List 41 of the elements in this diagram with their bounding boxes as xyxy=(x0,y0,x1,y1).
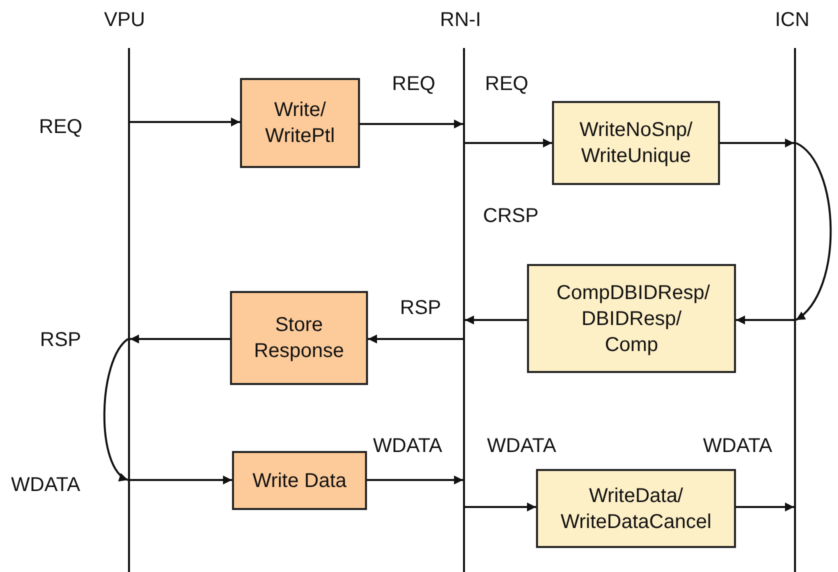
channel-label: RSP xyxy=(400,298,442,318)
message-box xyxy=(232,451,367,510)
box-label: WriteNoSnp/ WriteUnique xyxy=(578,118,694,169)
box-label: Write Data xyxy=(252,468,347,494)
box-label: Store Response xyxy=(252,313,346,364)
channel-label: REQ xyxy=(485,74,528,94)
arrow xyxy=(465,138,552,148)
channel-label: CRSP xyxy=(483,206,539,226)
arrow xyxy=(368,334,463,344)
channel-label: WDATA xyxy=(703,436,772,456)
message-box xyxy=(527,264,736,373)
lifeline xyxy=(128,48,130,572)
arrow xyxy=(720,138,794,148)
channel-label: WDATA xyxy=(11,475,80,495)
message-box xyxy=(552,101,720,185)
lifeline xyxy=(463,48,465,572)
box-label: WriteData/ WriteDataCancel xyxy=(560,484,712,534)
arrow xyxy=(367,476,463,484)
message-box xyxy=(536,469,736,548)
message-box xyxy=(230,291,368,385)
arrow xyxy=(130,118,240,126)
arrow xyxy=(130,476,232,484)
lifeline-header: RN-I xyxy=(440,10,482,30)
arrow xyxy=(360,120,463,128)
box-label: Write/ WritePtl xyxy=(264,98,336,149)
lifeline-header: VPU xyxy=(104,10,146,30)
channel-label: REQ xyxy=(392,74,436,94)
arrow xyxy=(465,502,536,512)
channel-label: REQ xyxy=(39,117,82,137)
lifeline-header: ICN xyxy=(775,10,810,30)
lifeline xyxy=(794,48,796,572)
channel-label: RSP xyxy=(40,330,82,350)
message-box xyxy=(240,78,360,168)
arrow xyxy=(465,316,527,324)
arrow xyxy=(795,142,832,321)
arrow xyxy=(736,502,794,512)
channel-label: WDATA xyxy=(487,436,556,456)
channel-label: WDATA xyxy=(373,436,442,456)
arrow xyxy=(130,334,230,344)
arrow xyxy=(103,338,129,481)
arrow xyxy=(736,316,794,324)
